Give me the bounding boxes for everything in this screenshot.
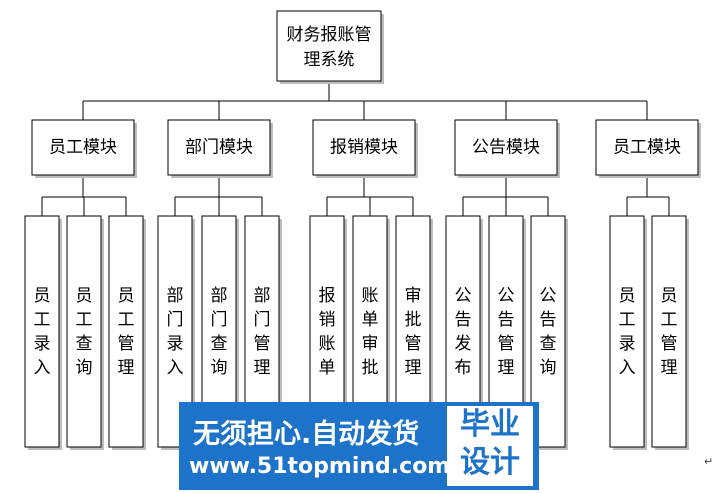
module-4-child-1-char-2: 告 (455, 310, 472, 330)
module-2-child-1-char-1: 部 (167, 286, 184, 306)
module-1-child-2-box (66, 215, 102, 448)
module-5-child-1-char-2: 工 (619, 310, 636, 330)
module-node-5: 员工模块 (595, 119, 701, 178)
module-5-child-2-char-1: 员 (661, 286, 678, 306)
module-1-child-3-box (108, 215, 144, 448)
module-3-child-1-char-4: 单 (319, 358, 336, 378)
watermark-text-block: 无须担心.自动发货 www.51topmind.com (179, 402, 450, 490)
module-3-child-1-char-1: 报 (319, 286, 336, 306)
module-1-child-3-char-3: 管 (118, 334, 135, 354)
module-5-child-2-char-2: 工 (661, 310, 678, 330)
module-2-child-2-char-3: 查 (211, 334, 228, 354)
root-node-label-line-1: 财务报账管 (287, 25, 372, 45)
module-5-child-1-char-4: 入 (619, 358, 636, 378)
module-1-child-1-char-4: 入 (34, 358, 51, 378)
module-node-4: 公告模块 (454, 119, 560, 178)
module-node-label-4: 公告模块 (472, 138, 540, 158)
module-node-1: 员工模块 (31, 119, 137, 178)
module-4-child-2-char-1: 公 (498, 286, 515, 306)
module-1-child-1-char-1: 员 (34, 286, 51, 306)
watermark-banner: 无须担心.自动发货 www.51topmind.com 毕业 设计 (179, 402, 539, 490)
module-2-child-1-char-2: 门 (167, 310, 184, 330)
module-3-child-3-char-3: 管 (405, 334, 422, 354)
module-node-2-box (167, 119, 271, 176)
module-1-child-1-char-2: 工 (34, 310, 51, 330)
watermark-url: www.51topmind.com (189, 454, 451, 479)
module-1-child-2-char-3: 查 (76, 334, 93, 354)
module-node-3: 报销模块 (312, 119, 418, 178)
module-2-child-2-char-4: 询 (211, 358, 228, 378)
module-2-child-3-char-2: 门 (254, 310, 271, 330)
module-4-child-2-char-4: 理 (498, 358, 515, 378)
module-node-4-box (454, 119, 558, 176)
module-3-child-2-char-3: 审 (362, 334, 379, 354)
module-2-child-3-char-3: 管 (254, 334, 271, 354)
paragraph-mark: ↵ (704, 455, 714, 468)
module-1-child-3-char-2: 工 (118, 310, 135, 330)
module-5-child-1-char-3: 录 (619, 334, 636, 354)
module-1-child-1-char-3: 录 (34, 334, 51, 354)
watermark-badge: 毕业 设计 (447, 406, 533, 486)
module-2-child-3-char-4: 理 (254, 358, 271, 378)
module-node-1-box (31, 119, 135, 176)
module-2-child-1-char-4: 入 (167, 358, 184, 378)
module-3-child-2-char-4: 批 (362, 358, 379, 378)
module-4-child-3-char-2: 告 (540, 310, 557, 330)
root-node-box (276, 10, 382, 82)
module-node-2: 部门模块 (167, 119, 273, 178)
watermark-slogan: 无须担心.自动发货 (193, 419, 420, 450)
connectors (41, 81, 670, 216)
module-1-child-1-box (24, 215, 60, 448)
module-1-child-2-char-2: 工 (76, 310, 93, 330)
module-3-child-1-char-2: 销 (319, 310, 336, 330)
module-4-child-3-char-1: 公 (540, 286, 557, 306)
module-node-label-2: 部门模块 (185, 138, 253, 158)
module-3-child-3-char-2: 批 (405, 310, 422, 330)
module-node-label-3: 报销模块 (330, 138, 398, 158)
module-4-child-1-char-4: 布 (455, 358, 472, 378)
watermark-badge-line-2: 设计 (460, 445, 520, 480)
module-2-child-1-char-3: 录 (167, 334, 184, 354)
module-3-child-3-char-1: 审 (405, 286, 422, 306)
module-node-label-5: 员工模块 (613, 138, 681, 158)
module-3-child-2-char-2: 单 (362, 310, 379, 330)
module-1-child-2-char-4: 询 (76, 358, 93, 378)
module-node-5-box (595, 119, 699, 176)
module-2-child-3-char-1: 部 (254, 286, 271, 306)
module-2-child-2-char-1: 部 (211, 286, 228, 306)
module-4-child-1-char-3: 发 (455, 334, 472, 354)
module-5-child-2-char-3: 管 (661, 334, 678, 354)
module-4-child-3-char-3: 查 (540, 334, 557, 354)
module-node-label-1: 员工模块 (49, 138, 117, 158)
module-3-child-1-char-3: 账 (319, 334, 336, 354)
module-5-child-2-box (651, 215, 687, 448)
module-3-child-3-char-4: 理 (405, 358, 422, 378)
module-node-3-box (312, 119, 416, 176)
module-1-child-3-char-4: 理 (118, 358, 135, 378)
module-5-child-2-char-4: 理 (661, 358, 678, 378)
module-2-child-2-char-2: 门 (211, 310, 228, 330)
module-5-child-1-char-1: 员 (619, 286, 636, 306)
module-4-child-3-char-4: 询 (540, 358, 557, 378)
module-1-child-3-char-1: 员 (118, 286, 135, 306)
module-4-child-2-char-3: 管 (498, 334, 515, 354)
module-1-child-2-char-1: 员 (76, 286, 93, 306)
module-5-child-1-box (609, 215, 645, 448)
root-node-label-line-2: 理系统 (304, 50, 355, 70)
nodes: 财务报账管理系统员工模块员工录入员工查询员工管理部门模块部门录入部门查询部门管理… (24, 10, 701, 450)
module-4-child-2-char-2: 告 (498, 310, 515, 330)
module-4-child-1-char-1: 公 (455, 286, 472, 306)
module-3-child-2-char-1: 账 (362, 286, 379, 306)
watermark-badge-line-1: 毕业 (460, 407, 520, 442)
